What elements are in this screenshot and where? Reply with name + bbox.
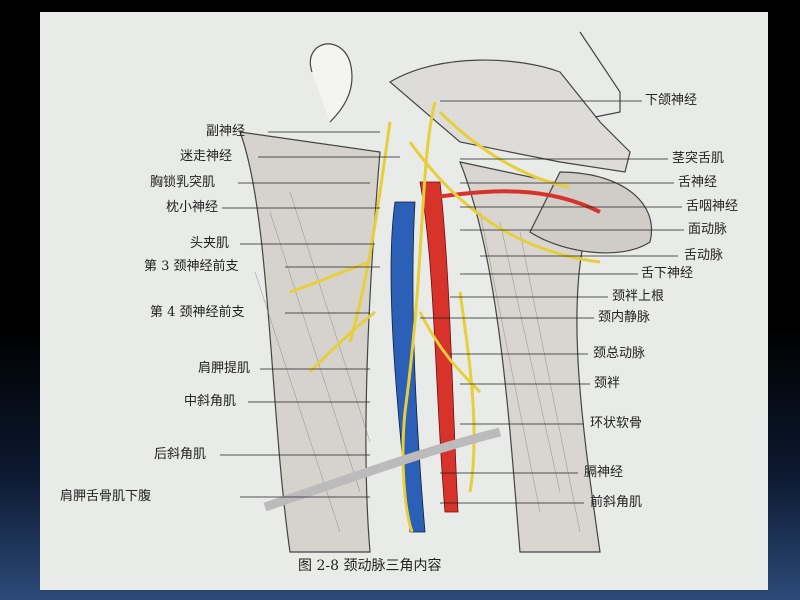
internal-jugular-vein bbox=[390, 201, 426, 533]
label-phrenic-nerve: 膈神经 bbox=[584, 465, 624, 480]
label-anterior-scalene: 前斜角肌 bbox=[590, 495, 643, 510]
label-c4-anterior-ramus: 第 4 颈神经前支 bbox=[150, 305, 245, 320]
label-cricoid-cartilage: 环状软骨 bbox=[590, 416, 643, 431]
label-levator-scapulae: 肩胛提肌 bbox=[198, 361, 251, 376]
label-lingual-artery: 舌动脉 bbox=[684, 248, 724, 263]
label-lingual-nerve: 舌神经 bbox=[678, 175, 718, 190]
label-posterior-scalene: 后斜角肌 bbox=[154, 447, 207, 462]
neck-illustration bbox=[220, 31, 684, 553]
label-sternocleidomastoid: 胸锁乳突肌 bbox=[150, 175, 216, 190]
tongue-region bbox=[529, 171, 653, 254]
label-glossopharyngeal-nerve: 舌咽神经 bbox=[686, 199, 739, 214]
label-vagus-nerve: 迷走神经 bbox=[180, 149, 233, 164]
anatomy-figure: 副神经 迷走神经 胸锁乳突肌 枕小神经 头夹肌 第 3 颈神经前支 第 4 颈神… bbox=[40, 12, 768, 590]
neck-muscles-left bbox=[239, 131, 381, 553]
nose-outline bbox=[579, 31, 621, 118]
label-omohyoid-inferior-belly: 肩胛舌骨肌下腹 bbox=[60, 489, 152, 504]
omohyoid-muscle bbox=[263, 427, 502, 512]
label-facial-artery: 面动脉 bbox=[688, 222, 728, 237]
label-mandibular-nerve: 下颌神经 bbox=[645, 93, 698, 108]
nerves bbox=[289, 101, 601, 533]
label-accessory-nerve: 副神经 bbox=[206, 124, 246, 139]
label-splenius-capitis: 头夹肌 bbox=[190, 236, 230, 251]
label-ansa-superior-root: 颈袢上根 bbox=[612, 289, 665, 304]
ear bbox=[309, 43, 353, 123]
label-ansa-cervicalis: 颈袢 bbox=[594, 376, 621, 391]
label-lesser-occipital-nerve: 枕小神经 bbox=[166, 200, 219, 215]
figure-caption: 图 2-8 颈动脉三角内容 bbox=[298, 558, 442, 574]
label-internal-jugular-vein: 颈内静脉 bbox=[598, 310, 651, 325]
label-c3-anterior-ramus: 第 3 颈神经前支 bbox=[144, 259, 239, 274]
label-styloglossus: 茎突舌肌 bbox=[672, 151, 725, 166]
label-hypoglossal-nerve: 舌下神经 bbox=[641, 266, 694, 281]
label-middle-scalene: 中斜角肌 bbox=[184, 394, 237, 409]
leader-lines bbox=[220, 100, 684, 504]
label-common-carotid-artery: 颈总动脉 bbox=[593, 346, 646, 361]
facial-artery bbox=[434, 189, 601, 214]
